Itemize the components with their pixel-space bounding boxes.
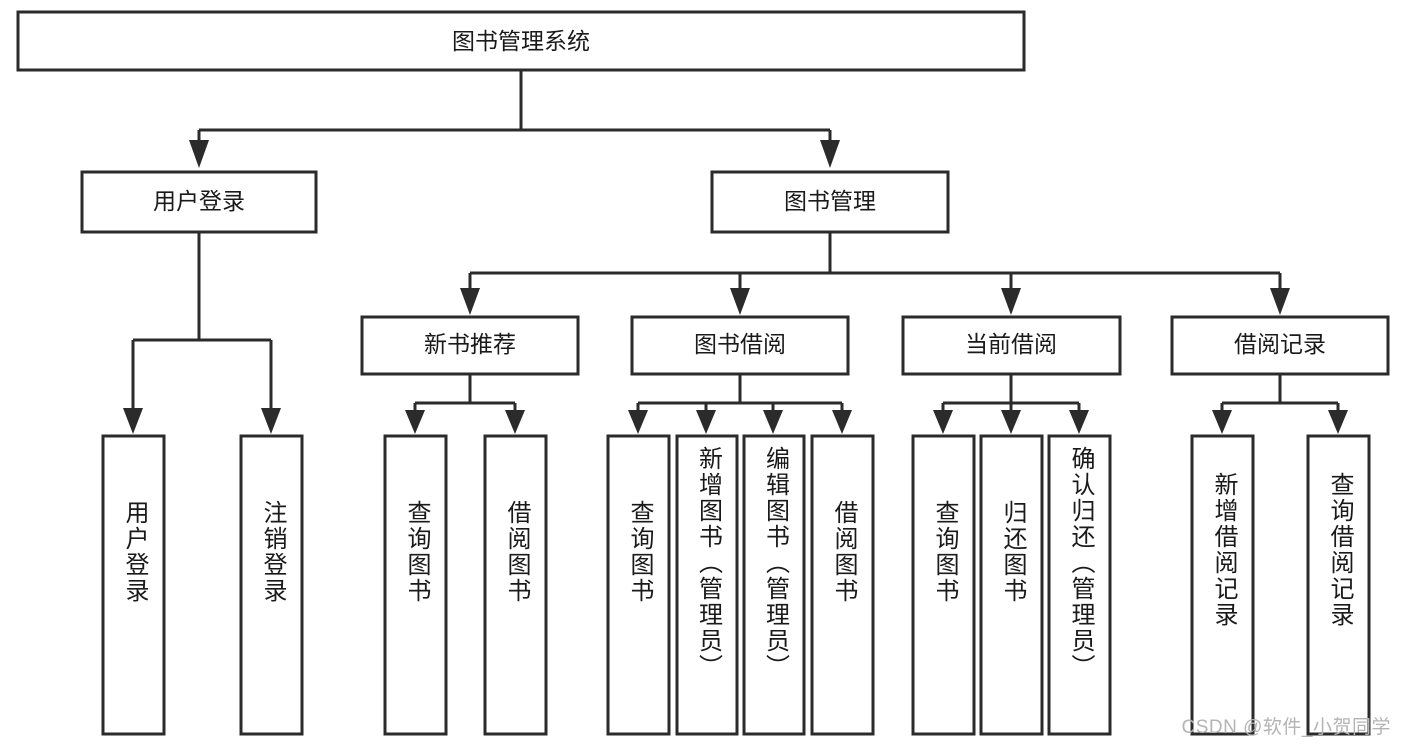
connectors-root-to-level2 bbox=[189, 70, 840, 168]
node-box-leaf-borrow-book-1[interactable] bbox=[483, 434, 548, 736]
node-box-leaf-return-book[interactable] bbox=[979, 434, 1044, 736]
arrow-leaf-borrow-book-1 bbox=[505, 410, 525, 434]
arrow-leaf-add-record bbox=[1212, 410, 1232, 434]
node-label-borrow-record: 借阅记录 bbox=[1234, 331, 1326, 357]
connectors-book-borrow-to-leaves bbox=[628, 374, 852, 434]
node-box-current-borrow[interactable] bbox=[901, 315, 1122, 376]
arrow-to-borrow-record bbox=[1270, 288, 1290, 315]
connectors-new-book-to-leaves bbox=[405, 374, 525, 434]
node-box-leaf-query-book-3[interactable] bbox=[911, 434, 976, 736]
node-box-leaf-query-book-1[interactable] bbox=[383, 434, 448, 736]
arrow-leaf-return-book bbox=[1001, 410, 1021, 434]
arrow-to-current-borrow bbox=[1001, 288, 1021, 315]
arrow-leaf-confirm-return bbox=[1069, 410, 1089, 434]
arrow-leaf-borrow-book-2 bbox=[832, 410, 852, 434]
connectors-user-login-to-leaves bbox=[123, 232, 281, 434]
node-box-leaf-edit-book[interactable] bbox=[742, 434, 806, 736]
connectors-book-manage-to-level3 bbox=[460, 232, 1290, 315]
node-box-user-login[interactable] bbox=[80, 170, 318, 234]
node-label-user-login: 用户登录 bbox=[153, 188, 245, 214]
node-label-root: 图书管理系统 bbox=[452, 28, 590, 54]
node-box-book-manage[interactable] bbox=[710, 170, 950, 234]
arrow-to-user-login bbox=[189, 140, 209, 168]
arrow-leaf-query-book-1 bbox=[405, 410, 425, 434]
arrow-leaf-user-login bbox=[123, 408, 143, 434]
node-box-book-borrow[interactable] bbox=[630, 315, 850, 376]
arrow-to-new-book-recommend bbox=[460, 288, 480, 315]
arrow-leaf-logout bbox=[261, 408, 281, 434]
node-box-leaf-borrow-book-2[interactable] bbox=[810, 434, 875, 736]
arrow-to-book-manage bbox=[820, 140, 840, 168]
node-label-new-book-recommend: 新书推荐 bbox=[424, 331, 516, 357]
connectors-current-borrow-to-leaves bbox=[933, 374, 1089, 434]
node-box-leaf-logout[interactable] bbox=[239, 434, 304, 736]
node-box-borrow-record[interactable] bbox=[1170, 315, 1390, 376]
node-box-leaf-confirm-return[interactable] bbox=[1047, 434, 1112, 736]
node-label-book-manage: 图书管理 bbox=[784, 188, 876, 214]
arrow-leaf-add-book bbox=[696, 410, 716, 434]
node-box-root[interactable] bbox=[16, 10, 1026, 72]
node-label-current-borrow: 当前借阅 bbox=[965, 331, 1057, 357]
arrow-leaf-query-book-2 bbox=[628, 410, 648, 434]
node-box-leaf-query-record[interactable] bbox=[1306, 434, 1371, 736]
arrow-leaf-query-book-3 bbox=[933, 410, 953, 434]
node-box-leaf-query-book-2[interactable] bbox=[606, 434, 671, 736]
arrow-leaf-edit-book bbox=[763, 410, 783, 434]
node-label-book-borrow: 图书借阅 bbox=[694, 331, 786, 357]
node-box-new-book-recommend[interactable] bbox=[360, 315, 580, 376]
connectors-borrow-record-to-leaves bbox=[1212, 374, 1348, 434]
node-box-leaf-user-login[interactable] bbox=[101, 434, 166, 736]
node-box-leaf-add-record[interactable] bbox=[1190, 434, 1255, 736]
node-box-leaf-add-book[interactable] bbox=[675, 434, 739, 736]
arrow-to-book-borrow bbox=[730, 288, 750, 315]
arrow-leaf-query-record bbox=[1328, 410, 1348, 434]
